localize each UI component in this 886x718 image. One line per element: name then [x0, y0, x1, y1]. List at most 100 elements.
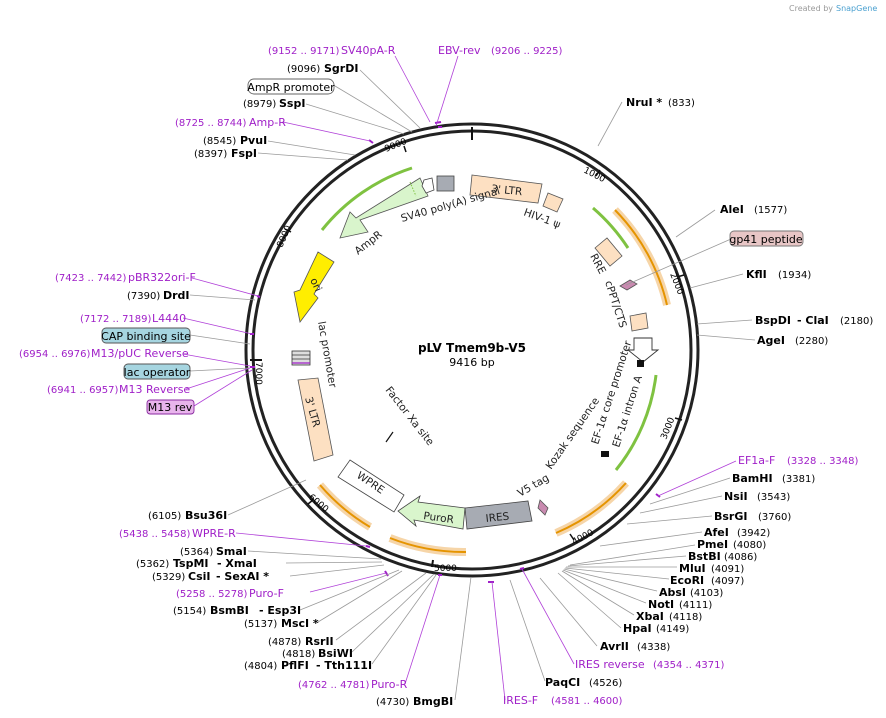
leader-pflfi [371, 574, 437, 665]
feature-sv40-white [421, 177, 435, 194]
site-name-bspdi: BspDI [755, 314, 791, 327]
site-name2-pflfi: - Tth111I [316, 659, 372, 672]
leader-gp41 [625, 238, 732, 286]
feature-ampr-dots [409, 181, 417, 197]
feature-lac-box [291, 350, 311, 366]
site-coord-ecori: (4097) [711, 576, 744, 587]
site-coord-bstbi: (4086) [724, 552, 757, 563]
primer-mark-sv40pa-r [434, 121, 442, 124]
primer-name-ef1a-f: EF1a-F [738, 454, 775, 467]
feature-rre [594, 237, 623, 267]
site-coord-csii: (5329) [152, 572, 185, 583]
leader-sgrdi [359, 69, 421, 129]
leader-l4440 [182, 317, 253, 335]
site-name-pmei: PmeI [697, 538, 728, 551]
feature-kozak [601, 451, 609, 457]
tick-label-8000: 8000 [276, 224, 295, 249]
leader-ecori [564, 567, 670, 580]
primer-name-amp-r: Amp-R [249, 116, 286, 129]
leader-tspmi [285, 561, 383, 564]
box-label-m13-rev: M13 rev [148, 401, 193, 414]
site-name2-csii: - SexAI * [216, 570, 269, 583]
site-name-msci: MscI * [281, 617, 319, 630]
credit-prefix: Created by [789, 4, 833, 13]
site-name-rsrii: RsrII [305, 635, 334, 648]
box-m13-rev [146, 399, 195, 415]
feature-ef1a-black [637, 360, 644, 367]
site-name-bsrgi: BsrGI [714, 510, 747, 523]
site-coord-absi: (4103) [690, 588, 723, 599]
site-name-alei: AleI [720, 203, 744, 216]
site-name-mlui: MluI [679, 562, 706, 575]
site-name-bsiwi: BsiWI [318, 647, 353, 660]
primer-range-l4440: (7172 .. 7189) [80, 314, 152, 325]
tick-marks [250, 127, 685, 568]
feature-label-factor-xa: Factor Xa site [383, 384, 436, 448]
site-name-bamhi: BamHI [732, 472, 773, 485]
leader-m13rev [185, 367, 251, 390]
site-coord-agei: (2280) [795, 336, 828, 347]
box-label-lac-operator: lac operator [124, 366, 191, 379]
leader-nrui [597, 101, 623, 147]
primer-mark-ires-rev [519, 567, 525, 570]
primer-name-pbr322: pBR322ori-F [128, 271, 196, 284]
leader-bmgbi [454, 576, 472, 701]
box-label-gp41: gp41 peptide [729, 233, 803, 246]
leader-afei [599, 531, 703, 547]
site-coord-bsrgi: (3760) [758, 512, 791, 523]
leader-hpai [557, 572, 622, 629]
site-name-noti: NotI [648, 598, 674, 611]
feature-puror [397, 495, 466, 530]
site-name2-bspdi: - ClaI [797, 314, 829, 327]
primer-marks [250, 121, 661, 583]
leader-fspi [257, 152, 349, 161]
box-label-ampr-promoter: AmpR promoter [247, 81, 335, 94]
feature-3ltr-left [297, 377, 334, 462]
leader-amp-r [282, 121, 371, 142]
site-name-csii: CsiI [188, 570, 210, 583]
site-name-sspi: SspI [279, 97, 305, 110]
box-label-cap-binding: CAP binding site [101, 330, 191, 343]
site-coord-kfli: (1934) [778, 270, 811, 281]
leader-ampr-promoter [334, 85, 413, 133]
site-name-bsmbi: BsmBI [210, 604, 249, 617]
leader-cap [189, 334, 251, 345]
feature-v5tag [537, 499, 549, 516]
site-coord-smai: (5364) [180, 547, 213, 558]
site-coord-tspmi: (5362) [136, 559, 169, 570]
site-name-pflfi: PflFI [281, 659, 309, 672]
site-coord-bsiwi: (4818) [282, 649, 315, 660]
leader-puro-r [404, 574, 441, 685]
track-orange-left-line [319, 484, 371, 528]
tick-label-4000: 4000 [571, 528, 596, 548]
site-coord-rsrii: (4878) [268, 637, 301, 648]
site-name-bstbi: BstBI [688, 550, 721, 563]
feature-cpptcts [619, 279, 638, 291]
primer-mark-wpre-r [365, 545, 371, 548]
track-green-upper [592, 206, 630, 249]
feature-label-puror: PuroR [423, 510, 455, 526]
leader-bsmbi [299, 569, 400, 611]
primer-mark-amp-r [368, 139, 374, 144]
feature-ori [293, 251, 335, 323]
leader-lines-right [235, 101, 756, 701]
leader-pvui [267, 140, 356, 156]
box-cap-binding [101, 327, 191, 344]
tick-mark-6000 [307, 499, 314, 505]
site-coord-avrii: (4338) [637, 642, 670, 653]
feature-wpre [337, 459, 405, 513]
box-ampr-promoter [247, 78, 335, 95]
feature-3ltr-right [469, 174, 543, 204]
leader-smai [247, 550, 382, 560]
feature-factor-xa [385, 431, 394, 443]
site-coord-sgrdi: (9096) [287, 64, 320, 75]
site-coord-msci: (5137) [244, 619, 277, 630]
primer-range-m13rev: (6941 .. 6957) [47, 385, 119, 396]
leader-sv40pa-r [394, 55, 431, 123]
site-coord-pvui: (8545) [203, 136, 236, 147]
feature-tracks [316, 166, 671, 557]
track-orange-lower-line [555, 482, 627, 534]
leader-m13rev-box [193, 369, 253, 407]
box-gp41 [729, 230, 804, 247]
tick-mark-9000 [403, 145, 407, 153]
